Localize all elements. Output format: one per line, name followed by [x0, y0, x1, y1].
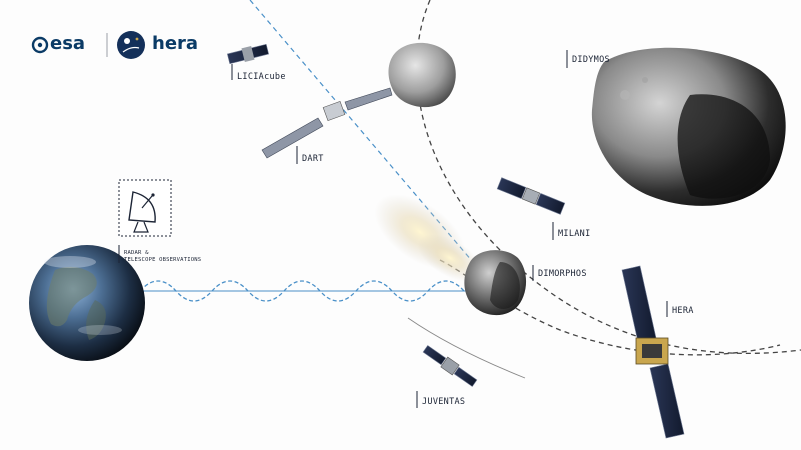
hera-spacecraft-icon [621, 265, 685, 439]
didymos-asteroid-icon [591, 47, 786, 206]
orbit-path-large [416, 0, 801, 355]
label-radar: RADAR & TELESCOPE OBSERVATIONS [124, 250, 214, 264]
label-radar-line2: TELESCOPE OBSERVATIONS [124, 257, 202, 263]
label-juventas: JUVENTAS [422, 397, 466, 407]
dart-spacecraft-icon [261, 87, 393, 159]
milani-spacecraft-icon [496, 177, 566, 215]
moon-asteroid-icon [388, 42, 456, 108]
juventas-spacecraft-icon [422, 345, 478, 387]
label-dart: DART [302, 154, 324, 164]
hera-logo-text: hera [152, 33, 199, 54]
label-dimorphos: DIMORPHOS [538, 269, 587, 279]
label-didymos: DIDYMOS [572, 55, 610, 65]
label-hera: HERA [672, 306, 694, 316]
label-liciacube: LICIAcube [237, 72, 286, 82]
dimorphos-asteroid-icon [464, 250, 527, 316]
impact-plume [374, 194, 483, 282]
label-milani: MILANI [558, 229, 591, 239]
hera-mission-badge-icon [117, 31, 145, 59]
leader-lines [118, 50, 668, 408]
label-radar-line1: RADAR & [124, 250, 149, 256]
juventas-arc [407, 317, 526, 379]
liciacube-spacecraft-icon [227, 43, 269, 65]
dart-trajectory [249, 0, 479, 269]
radar-wave [139, 280, 465, 302]
esa-logo-text: esa [50, 33, 86, 54]
earth-icon [29, 245, 145, 361]
esa-logo-icon [31, 36, 49, 54]
radar-dish-icon [118, 179, 172, 237]
